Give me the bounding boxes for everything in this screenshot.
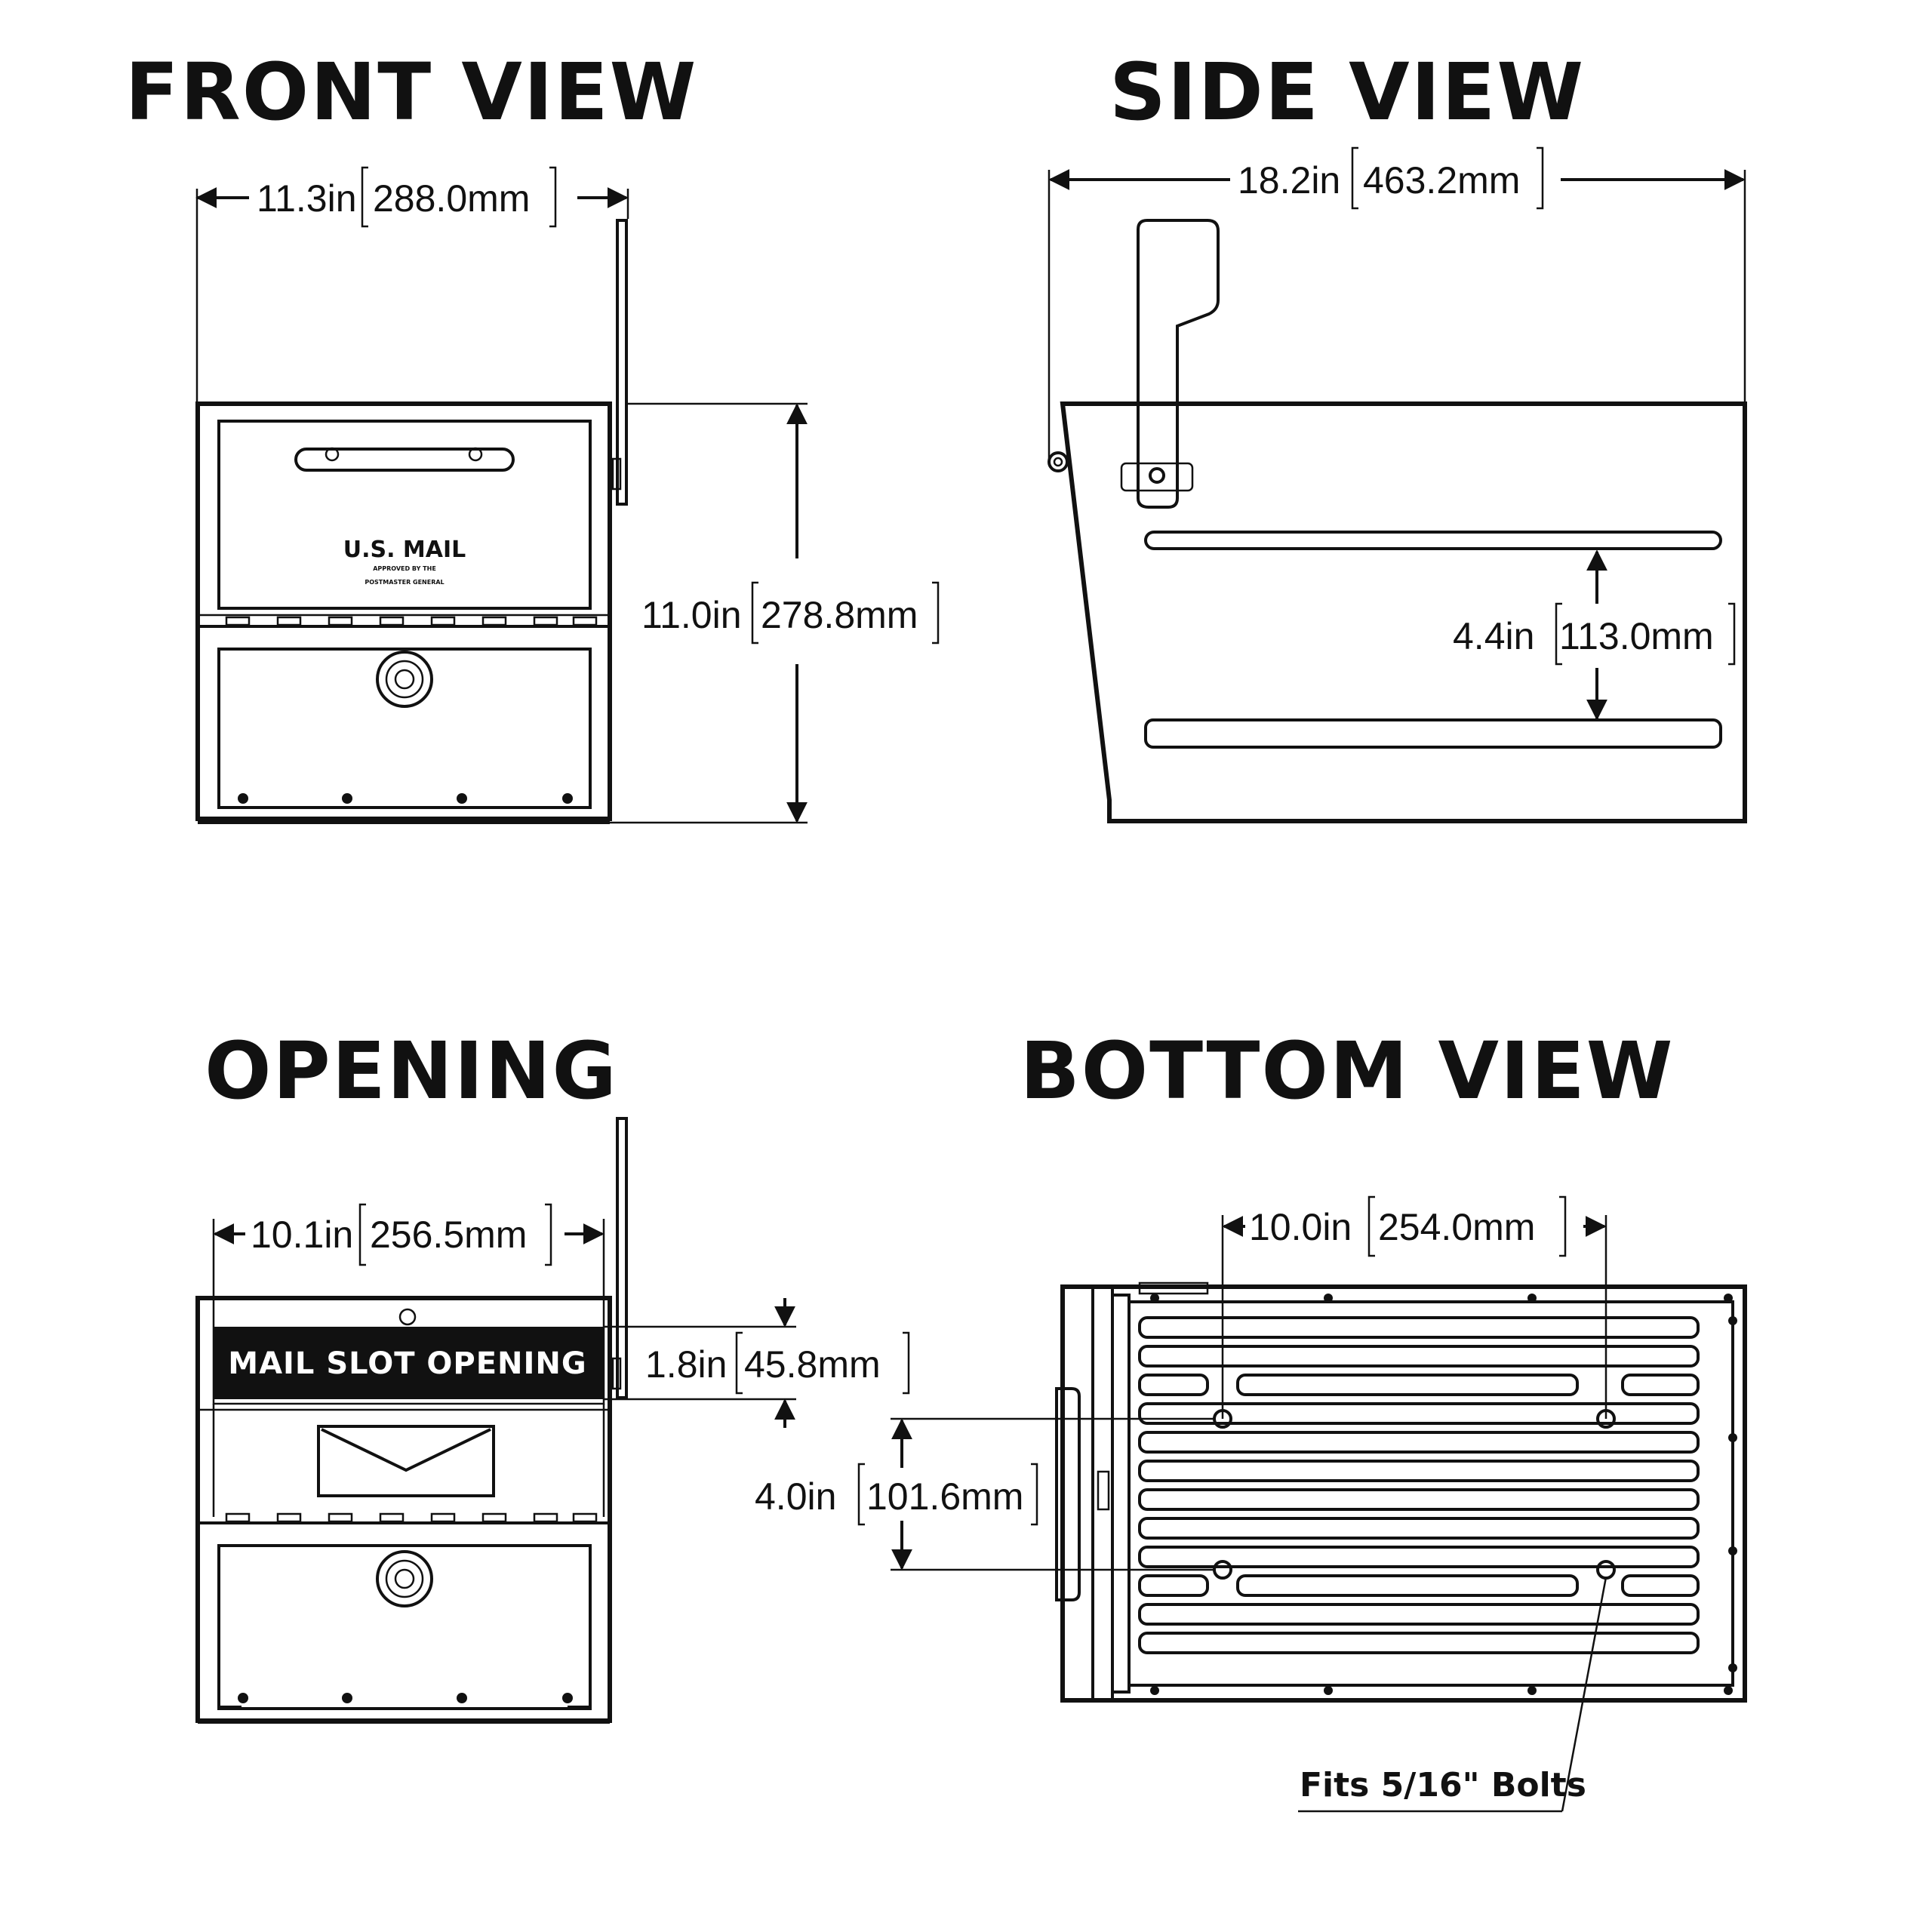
opening-height-mm: 45.8mm: [744, 1343, 881, 1386]
bottom-hole-width-mm: 254.0mm: [1378, 1206, 1535, 1248]
bottom-view-drawing: 10.0in 254.0mm: [755, 1195, 1747, 1813]
bolt-note: Fits 5/16" Bolts: [1300, 1766, 1586, 1804]
front-mail-sub1: APPROVED BY THE: [373, 565, 436, 572]
opening-height-in: 1.8in: [645, 1343, 727, 1386]
opening-width-mm: 256.5mm: [370, 1214, 527, 1256]
side-view-drawing: 18.2in 463.2mm 4.4in 113.0mm: [1048, 146, 1747, 823]
front-width-in: 11.3in: [257, 177, 357, 220]
front-mail-sub2: POSTMASTER GENERAL: [365, 579, 444, 586]
opening-title: OPENING: [205, 1025, 618, 1117]
bottom-hole-width-in: 10.0in: [1249, 1206, 1352, 1248]
opening-drawing: 10.1in 256.5mm MAIL SLOT OPENING: [195, 1117, 910, 1724]
opening-width-in: 10.1in: [251, 1214, 353, 1256]
front-height-in: 11.0in: [641, 594, 742, 636]
mail-slot-band: [214, 1327, 604, 1399]
side-length-in: 18.2in: [1238, 159, 1340, 202]
mail-slot-label: MAIL SLOT OPENING: [228, 1346, 586, 1381]
front-view-drawing: 11.3in 288.0mm U.S. MAIL APPROVED BY THE…: [195, 166, 940, 824]
side-rail-mm: 113.0mm: [1559, 615, 1714, 657]
front-height-mm: 278.8mm: [761, 594, 918, 636]
side-length-mm: 463.2mm: [1363, 159, 1520, 202]
bottom-hole-depth-mm: 101.6mm: [866, 1475, 1023, 1518]
side-view-title: SIDE VIEW: [1109, 46, 1585, 138]
front-width-mm: 288.0mm: [373, 177, 530, 220]
bottom-hole-depth-in: 4.0in: [755, 1475, 836, 1518]
front-mail-label: U.S. MAIL: [343, 537, 466, 563]
bottom-view-title: BOTTOM VIEW: [1020, 1025, 1675, 1117]
front-view-title: FRONT VIEW: [125, 46, 698, 138]
side-rail-in: 4.4in: [1453, 615, 1534, 657]
